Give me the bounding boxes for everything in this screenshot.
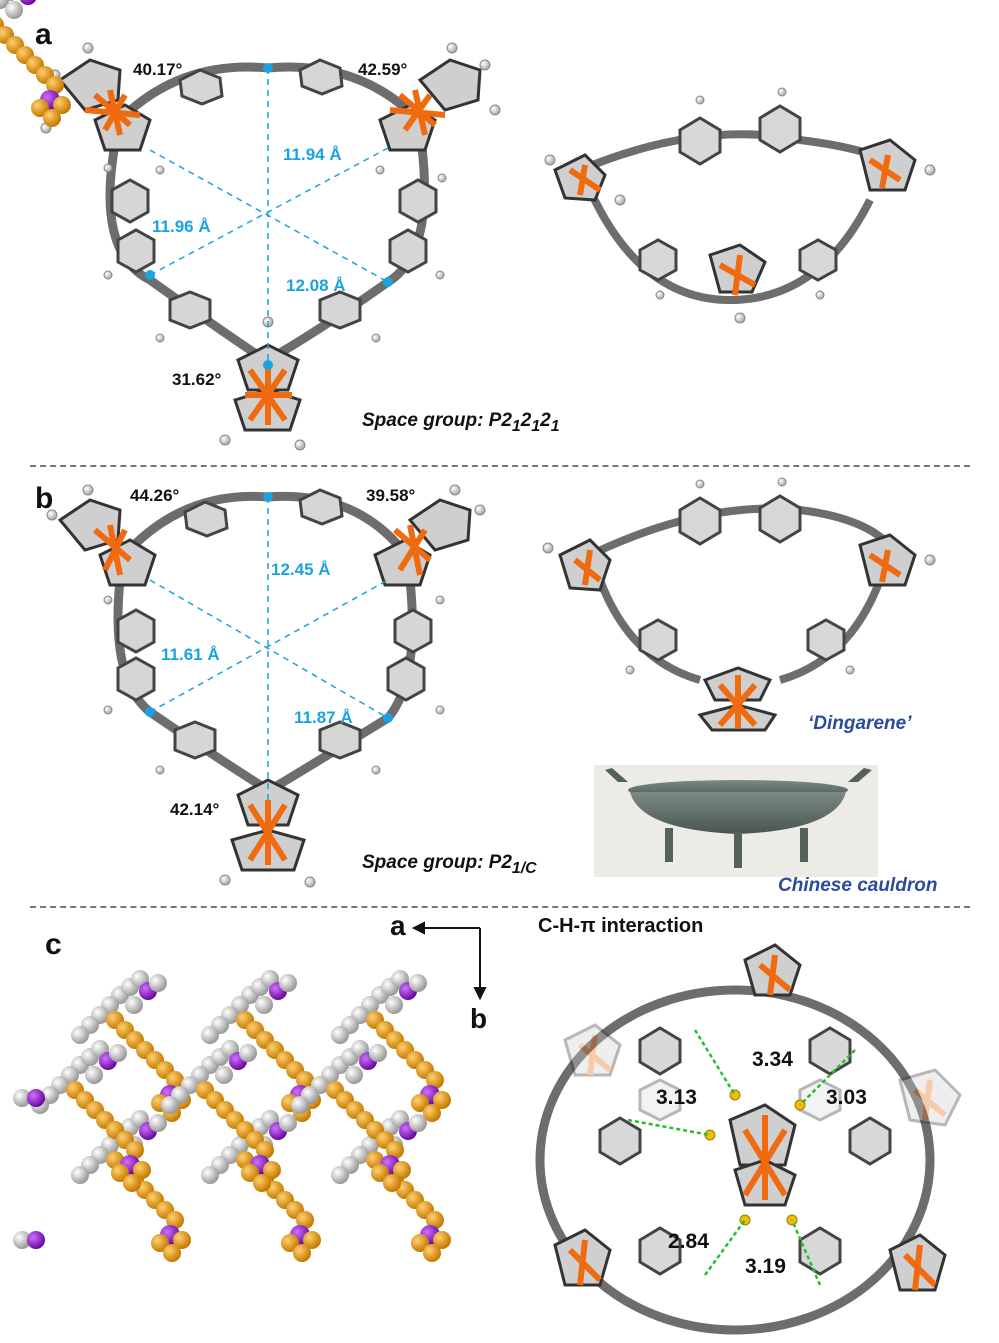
angle-b-1: 44.26° bbox=[130, 486, 180, 505]
distance-a-1: 11.94 Å bbox=[283, 145, 342, 164]
panel-b-right-molecule bbox=[542, 477, 936, 732]
panel-letter-a: a bbox=[35, 18, 52, 51]
space-group-b: Space group: P21/C bbox=[362, 852, 537, 877]
cauldron-caption: Chinese cauldron bbox=[778, 875, 938, 896]
angle-b-3: 42.14° bbox=[170, 800, 220, 819]
contact-distance-1: 3.34 bbox=[752, 1048, 793, 1071]
axis-a-label: a bbox=[390, 910, 406, 941]
angle-a-1: 40.17° bbox=[133, 60, 183, 79]
ch-pi-title: C-H-π interaction bbox=[538, 915, 704, 937]
ch-pi-molecule bbox=[535, 943, 962, 1335]
axis-arrows bbox=[411, 921, 487, 1001]
divider-1 bbox=[30, 465, 970, 467]
dingarene-label: ‘Dingarene’ bbox=[808, 713, 912, 734]
panel-a-left-molecule bbox=[40, 42, 501, 451]
panel-a-right-molecule bbox=[544, 87, 936, 324]
space-group-a: Space group: P212121 bbox=[362, 410, 560, 435]
axis-b-label: b bbox=[470, 1003, 488, 1034]
distance-b-2: 11.61 Å bbox=[161, 645, 220, 664]
cauldron-photo bbox=[594, 765, 878, 877]
distance-b-3: 11.87 Å bbox=[294, 708, 353, 727]
distance-b-1: 12.45 Å bbox=[271, 560, 331, 579]
panel-letter-b: b bbox=[35, 482, 54, 515]
panel-b-left-molecule bbox=[46, 484, 486, 888]
angle-b-2: 39.58° bbox=[366, 486, 416, 505]
distance-a-2: 11.96 Å bbox=[152, 217, 211, 236]
panel-letter-c: c bbox=[45, 928, 62, 961]
contact-distance-3: 3.03 bbox=[826, 1086, 867, 1109]
angle-a-3: 31.62° bbox=[172, 370, 222, 389]
contact-distance-2: 3.13 bbox=[656, 1086, 697, 1109]
contact-distance-4: 2.84 bbox=[668, 1230, 709, 1253]
packing-diagram bbox=[0, 0, 451, 1262]
contact-distance-5: 3.19 bbox=[745, 1255, 786, 1278]
packing-motif bbox=[0, 0, 71, 127]
distance-a-3: 12.08 Å bbox=[286, 276, 346, 295]
divider-2 bbox=[30, 906, 970, 908]
angle-a-2: 42.59° bbox=[358, 60, 408, 79]
